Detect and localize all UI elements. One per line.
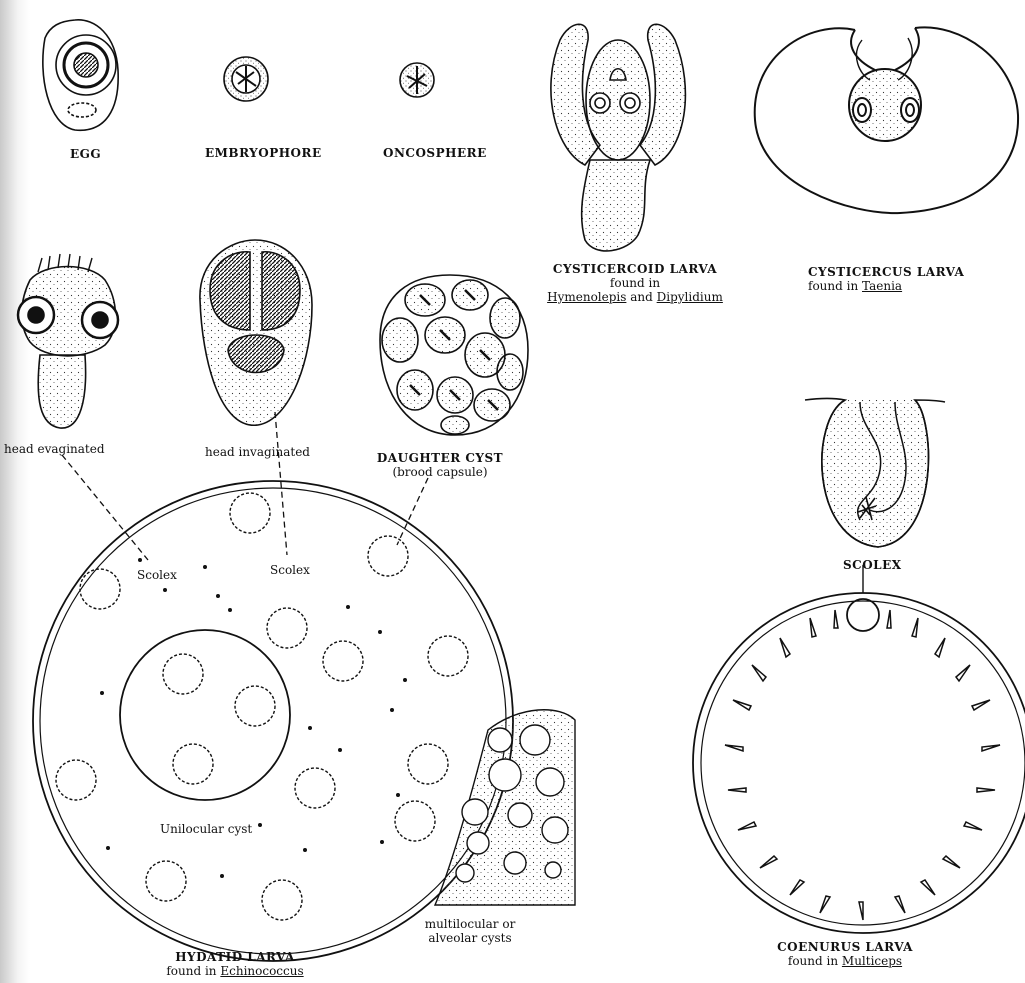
cysticercus-title: CYSTICERCUS LARVA xyxy=(808,265,964,279)
egg-drawing xyxy=(43,20,118,130)
label-embryophore: EMBRYOPHORE xyxy=(205,146,322,160)
genus-taenia: Taenia xyxy=(862,279,902,293)
cysticercoid-genera: Hymenolepis and Dipylidium xyxy=(540,290,730,304)
label-cysticercoid: CYSTICERCOID LARVA found in Hymenolepis … xyxy=(540,262,730,304)
label-coenurus: COENURUS LARVA found in Multiceps xyxy=(770,940,920,968)
cysticercoid-found: found in xyxy=(540,276,730,290)
label-cysticercus: CYSTICERCUS LARVA found in Taenia xyxy=(808,265,964,293)
label-head-invaginated: head invaginated xyxy=(205,445,310,459)
multilocular-line1: multilocular or xyxy=(405,917,535,931)
head-evaginated-drawing xyxy=(18,254,118,428)
label-scolex-mid: Scolex xyxy=(270,563,310,577)
label-egg: EGG xyxy=(70,147,101,161)
daughter-cyst-title: DAUGHTER CYST xyxy=(375,451,505,465)
label-scolex-right: SCOLEX xyxy=(843,558,902,572)
coenurus-found-line: found in Multiceps xyxy=(770,954,920,968)
label-head-evaginated: head evaginated xyxy=(4,442,105,456)
genus-dipylidium: Dipylidium xyxy=(657,290,723,304)
label-unilocular: Unilocular cyst xyxy=(160,822,252,836)
genus-hymenolepis: Hymenolepis xyxy=(547,290,626,304)
coenurus-scolices xyxy=(725,610,1000,920)
multilocular-tissue-drawing xyxy=(435,710,575,905)
label-scolex-left: Scolex xyxy=(137,568,177,582)
label-multilocular: multilocular or alveolar cysts xyxy=(405,917,535,945)
cysticercoid-and: and xyxy=(630,290,653,304)
brood-capsule-label: (brood capsule) xyxy=(375,465,505,479)
coenurus-found: found in xyxy=(788,954,838,968)
label-oncosphere: ONCOSPHERE xyxy=(383,146,487,160)
coenurus-title: COENURUS LARVA xyxy=(770,940,920,954)
label-daughter-cyst: DAUGHTER CYST (brood capsule) xyxy=(375,451,505,479)
cysticercus-drawing xyxy=(755,27,1018,213)
cysticercus-found-line: found in Taenia xyxy=(808,279,964,293)
label-hydatid: HYDATID LARVA found in Echinococcus xyxy=(160,950,310,978)
multilocular-line2: alveolar cysts xyxy=(405,931,535,945)
genus-echinococcus: Echinococcus xyxy=(220,964,303,978)
embryophore-drawing xyxy=(224,57,268,101)
cysticercoid-drawing xyxy=(551,24,686,251)
cysticercus-found: found in xyxy=(808,279,858,293)
brood-capsules xyxy=(56,493,468,920)
hydatid-dots xyxy=(100,558,407,878)
cysticercoid-title: CYSTICERCOID LARVA xyxy=(540,262,730,276)
daughter-cyst-drawing xyxy=(380,275,528,435)
hydatid-found: found in xyxy=(166,964,216,978)
genus-multiceps: Multiceps xyxy=(842,954,902,968)
oncosphere-drawing xyxy=(400,63,434,97)
head-invaginated-drawing xyxy=(200,240,312,425)
hydatid-found-line: found in Echinococcus xyxy=(160,964,310,978)
hydatid-title: HYDATID LARVA xyxy=(160,950,310,964)
coenurus-larva-drawing xyxy=(693,565,1025,933)
coenurus-scolex-drawing xyxy=(805,399,945,548)
